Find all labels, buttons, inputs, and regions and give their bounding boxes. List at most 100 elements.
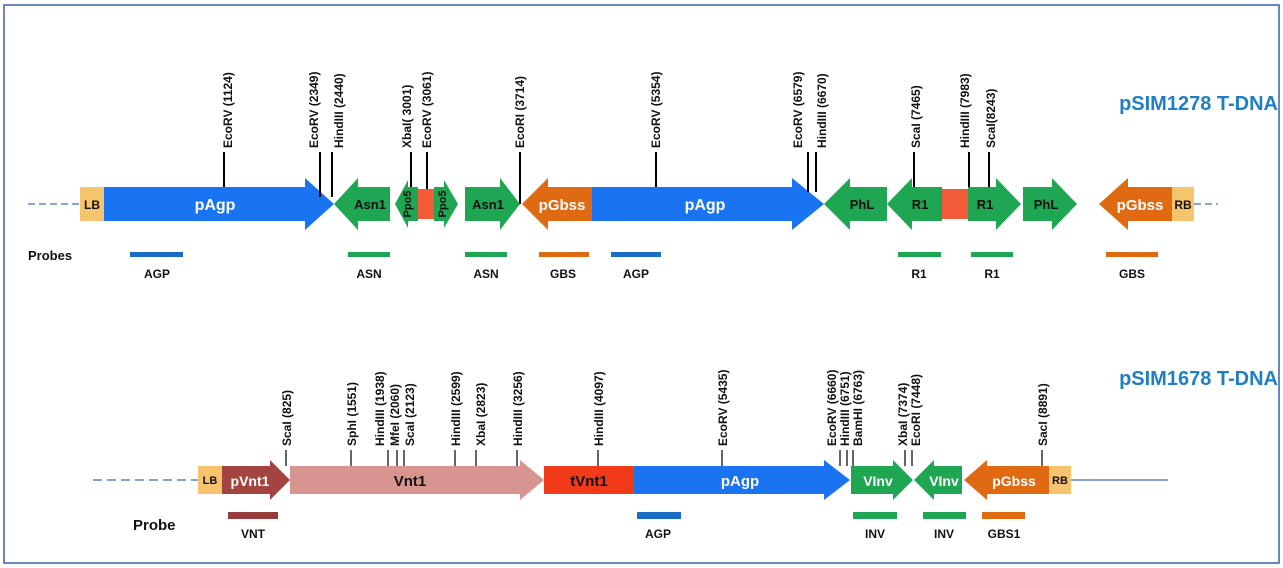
- panel1-pagp2-label: pAgp: [685, 197, 726, 214]
- panel2-probe-bar: [923, 512, 966, 519]
- panel2-probe-label: VNT: [241, 527, 266, 541]
- panel2-probe-bar: [637, 512, 681, 519]
- panel1-site-label: ScaI(8243): [984, 89, 998, 148]
- panel1-site-label: EcoRI (3714): [513, 76, 527, 148]
- panel2-site-label: HindIII (3256): [511, 371, 525, 446]
- panel2-site-label: HindIII (6751): [838, 371, 852, 446]
- panel2-tvnt1-box: [544, 466, 634, 494]
- panel2-vnt1-label: Vnt1: [394, 473, 427, 490]
- panel-psim1278: pSIM1278 T-DNA LB pAgp Asn1 Ppo5 Ppo5 As…: [28, 72, 1278, 281]
- panel1-lb-label: LB: [84, 198, 100, 212]
- panel2-tvnt1-label: tVnt1: [570, 473, 608, 490]
- panel2-probe-bar: [853, 512, 897, 519]
- panel1-probe-bar: [539, 252, 589, 257]
- panel1-pgbss1-arrow: [522, 178, 592, 230]
- panel2-vinv2-label: VInv: [929, 473, 959, 489]
- panel2-probe-label: GBS1: [988, 527, 1021, 541]
- panel1-probe-bar: [611, 252, 661, 257]
- panel2-pagp-label: pAgp: [721, 473, 759, 490]
- panel2-lb-label: LB: [203, 475, 218, 487]
- panel1-pagp1-arrow: [104, 178, 334, 230]
- panel1-site-label: EcoRV (1124): [221, 72, 235, 148]
- panel2-rb-border: [1049, 466, 1071, 494]
- panel1-r1b-label: R1: [977, 197, 994, 212]
- panel1-probe-label: GBS: [550, 267, 576, 281]
- panel1-site-label: EcoRV (5354): [649, 72, 663, 148]
- panel2-site-label: EcoRI (7448): [909, 374, 923, 446]
- panel2-pgbss-arrow: [964, 460, 1049, 500]
- panel1-probe-label: GBS: [1119, 267, 1145, 281]
- panel1-r1a-arrow: [887, 178, 942, 230]
- panel1-site-label: HindIII (2440): [332, 73, 346, 148]
- panel1-phl1-arrow: [824, 178, 887, 230]
- panel1-probe-bar: [1106, 252, 1158, 257]
- panel1-pagp1-label: pAgp: [195, 197, 236, 214]
- panel1-ppo5a-label: Ppo5: [402, 191, 414, 218]
- panel1-site-label: HindIII (6670): [815, 73, 829, 148]
- panel2-vinv2-arrow: [914, 460, 962, 500]
- panel1-asn1b-label: Asn1: [472, 197, 504, 212]
- panel1-probe-bar: [971, 252, 1013, 257]
- panel1-probe-label: R1: [984, 267, 1000, 281]
- panel1-site-label: XbaI( 3001): [400, 85, 414, 148]
- panel2-pgbss-label: pGbss: [992, 473, 1036, 489]
- panel1-pgbss2-label: pGbss: [1117, 197, 1164, 214]
- panel2-site-label: ScaI (825): [280, 390, 294, 446]
- panel1-probe-label: R1: [911, 267, 927, 281]
- panel2-site-label: EcoRV (6660): [825, 370, 839, 446]
- panel2-probe-label: INV: [865, 527, 885, 541]
- panel1-rb-label: RB: [1174, 198, 1192, 212]
- panel2-probe-label: INV: [934, 527, 954, 541]
- panel-psim1678: pSIM1678 T-DNA LB pVnt1 Vnt1 tVnt1 pAgp …: [93, 368, 1278, 541]
- panel1-probe-label: AGP: [623, 267, 649, 281]
- panel2-vinv1-label: VInv: [863, 473, 893, 489]
- panel2-site-label: SphI (1551): [345, 382, 359, 446]
- panel2-site-label: SacI (8891): [1036, 383, 1050, 446]
- panel1-phl2-label: PhL: [1034, 197, 1059, 212]
- panel1-probe-bar: [898, 252, 941, 257]
- panel1-ppo5a-arrow: [395, 180, 418, 228]
- panel2-site-label: ScaI (2123): [403, 383, 417, 446]
- panel1-asn1a-label: Asn1: [354, 197, 386, 212]
- panel1-pgbss2-arrow: [1099, 178, 1172, 230]
- panel1-probe-bar: [348, 252, 390, 257]
- panel1-probe-bar: [465, 252, 507, 257]
- panel2-site-label: HindIII (2599): [449, 371, 463, 446]
- panel1-lb-border: [80, 187, 104, 221]
- panel2-vnt1-arrow: [290, 460, 544, 500]
- panel1-red-segment-2: [942, 189, 968, 219]
- panel2-rb-label: RB: [1052, 475, 1068, 487]
- panel1-title: pSIM1278 T-DNA: [1119, 93, 1278, 115]
- panel1-red-segment-1: [418, 189, 434, 219]
- panel2-site-label: HindIII (1938): [373, 371, 387, 446]
- panel2-site-label: MfeI (2060): [388, 384, 402, 446]
- panel2-probe-bar: [228, 512, 278, 519]
- panel1-ppo5b-label: Ppo5: [437, 191, 449, 218]
- panel2-pagp-arrow: [634, 460, 850, 500]
- panel2-probe-header: Probe: [133, 517, 176, 534]
- panel1-site-label: EcoRV (6579): [791, 72, 805, 148]
- panel1-phl2-arrow: [1023, 178, 1077, 230]
- panel2-pvnt1-label: pVnt1: [231, 473, 270, 489]
- panel2-site-label: BamHI (6763): [851, 370, 865, 446]
- panel1-site-label: ScaI (7465): [909, 85, 923, 148]
- panel1-rb-border: [1172, 187, 1194, 221]
- panel2-probe-label: AGP: [645, 527, 671, 541]
- panel1-probe-label: ASN: [356, 267, 381, 281]
- panel1-probe-label: ASN: [473, 267, 498, 281]
- panel2-pvnt1-arrow: [222, 460, 290, 500]
- panel1-pagp2-arrow: [592, 178, 824, 230]
- panel1-probe-label: AGP: [144, 267, 170, 281]
- panel2-site-label: XbaI (2823): [474, 383, 488, 446]
- panel1-site-label: EcoRV (2349): [307, 72, 321, 148]
- panel1-asn1b-arrow: [465, 178, 520, 230]
- panel2-site-label: EcoRV (5435): [716, 370, 730, 446]
- panel2-site-label: HindIII (4097): [592, 371, 606, 446]
- panel1-asn1a-arrow: [334, 178, 390, 230]
- panel1-site-label: HindIII (7983): [958, 73, 972, 148]
- panel1-site-label: EcoRV (3061): [420, 72, 434, 148]
- panel2-probe-bar: [982, 512, 1025, 519]
- panel1-r1a-label: R1: [912, 197, 929, 212]
- panel2-site-label: XbaI (7374): [896, 383, 910, 446]
